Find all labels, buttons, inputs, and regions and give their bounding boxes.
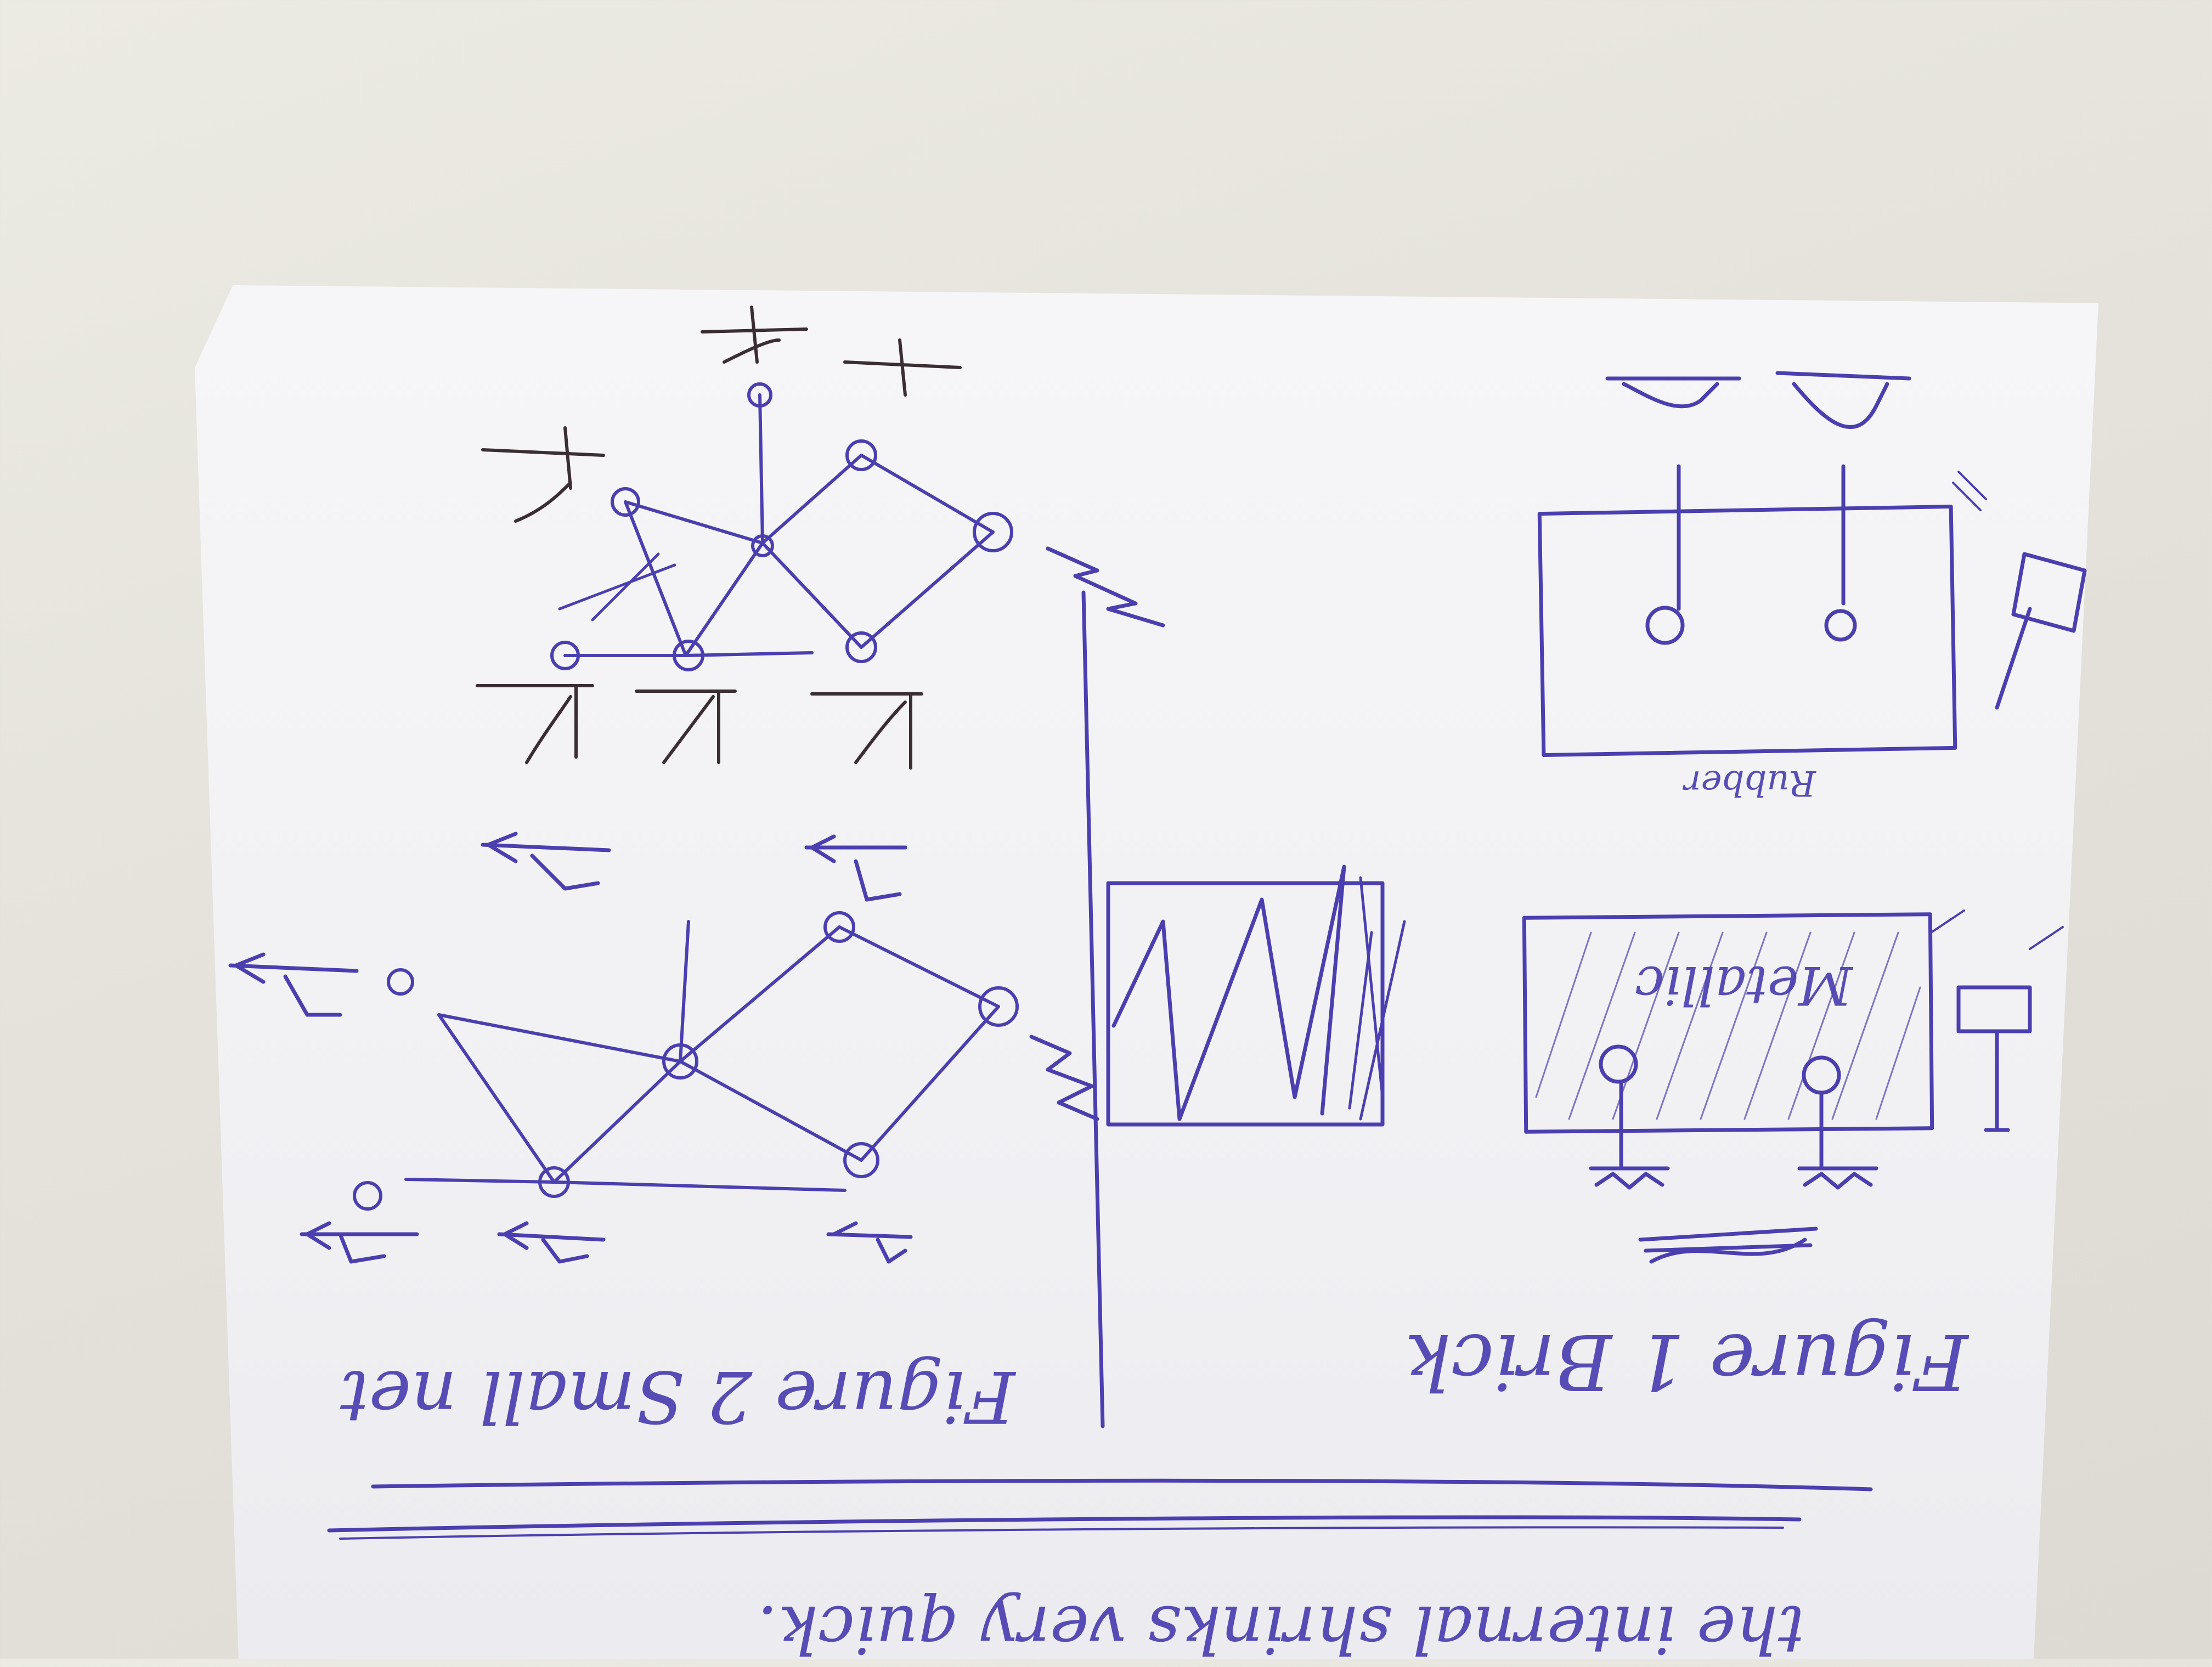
net-upper-nodes <box>550 382 1013 671</box>
crossed-out-scribble <box>1638 1227 1818 1264</box>
hatched-box <box>1106 881 1385 1127</box>
metallic-box <box>1522 912 1934 1134</box>
rule-line <box>339 1526 1784 1540</box>
net-lower-nodes <box>353 911 1019 1211</box>
hammer-icon <box>1995 552 2087 710</box>
net-upper <box>558 393 995 657</box>
paper-sheet <box>195 285 2098 1659</box>
metallic-label: Metallic <box>1635 954 1853 1016</box>
divider-line <box>1081 590 1105 1428</box>
rubber-label: Rubber <box>1684 762 1816 803</box>
net-lower <box>404 920 1000 1192</box>
zigzag-mark <box>1046 546 1165 628</box>
zigzag-mark <box>1029 1035 1099 1121</box>
rubber-box <box>1537 504 1957 758</box>
rule-line <box>371 1478 1873 1491</box>
footer-note: the internal shrinks very quick. <box>757 1591 1805 1667</box>
figure-2-caption: Figure 2 Small net <box>340 1355 1015 1438</box>
hammer-icon <box>1956 985 2032 1132</box>
figure-1-caption: Figure 1 Brick <box>1404 1316 1968 1406</box>
rule-line <box>327 1515 1802 1533</box>
